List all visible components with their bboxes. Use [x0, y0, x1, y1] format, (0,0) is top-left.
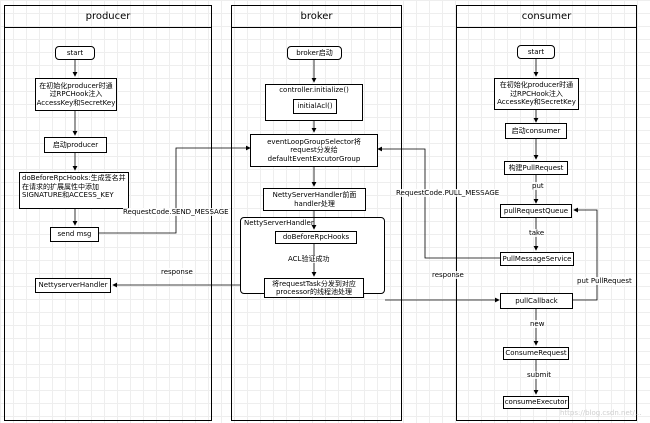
response-left-label: response: [161, 268, 193, 276]
producer-launch-node: 启动producer: [44, 137, 107, 153]
consumer-lane-title: consumer: [457, 6, 636, 28]
response-right-label: response: [432, 271, 464, 279]
producer-start-node: start: [55, 46, 95, 60]
consumer-consume-executor-node: consumeExecutor: [503, 396, 569, 409]
broker-dispatch-processor-node: 将requestTask分发到对应 processor的线程池处理: [264, 278, 364, 298]
producer-init-rpchook-node: 在初始化producer时通 过RPCHook注入 AccessKey和Secr…: [35, 78, 117, 111]
producer-netty-handler-node: NettyserverHandler: [35, 278, 111, 293]
consumer-launch-node: 启动consumer: [505, 123, 567, 139]
broker-lane: broker: [231, 5, 402, 421]
watermark-text: https://blog.csdn.net/...: [560, 409, 642, 417]
consumer-pull-message-service-node: PullMessageService: [500, 252, 574, 266]
consumer-pull-request-queue-node: pullRequestQueue: [500, 204, 572, 218]
broker-controller-initialize-node: controller.initialize() initialAcl(): [265, 84, 363, 121]
broker-event-loop-selector-node: eventLoopGroupSelector将 request分发给 defau…: [250, 134, 378, 167]
submit-label: submit: [527, 371, 552, 379]
send-message-label: RequestCode.SEND_MESSAGE: [123, 208, 229, 216]
consumer-build-pull-request-node: 构建PullRequest: [504, 161, 568, 175]
put-label: put: [532, 182, 544, 190]
take-label: take: [529, 229, 545, 237]
broker-lane-title: broker: [232, 6, 401, 28]
broker-initial-acl-node: initialAcl(): [293, 99, 337, 114]
consumer-lane: consumer: [456, 5, 637, 421]
new-label: new: [530, 320, 545, 328]
consumer-pull-callback-node: pullCallback: [500, 293, 573, 309]
producer-lane-title: producer: [5, 6, 211, 28]
producer-before-rpc-hooks-node: doBeforeRpcHooks:生成签名并 在请求的扩展属性中添加 SIGNA…: [19, 172, 129, 209]
broker-controller-initialize-label: controller.initialize(): [279, 86, 349, 94]
consumer-init-rpchook-node: 在初始化producer时通 过RPCHook注入 AccessKey和Secr…: [494, 78, 579, 110]
broker-netty-handler-group-label: NettyServerHandler: [244, 219, 314, 227]
broker-acl-ok-label: ACL验证成功: [288, 255, 330, 263]
broker-before-rpc-hooks-node: doBeforeRpcHooks: [275, 231, 357, 244]
put-pull-request-label: put PullRequest: [577, 277, 632, 285]
producer-send-msg-node: send msg: [50, 227, 99, 242]
consumer-consume-request-node: ConsumeRequest: [503, 347, 569, 360]
consumer-start-node: start: [517, 45, 555, 59]
pull-message-label: RequestCode.PULL_MESSAGE: [396, 189, 500, 197]
broker-netty-front-handler-node: NettyServerHandler前面 handler处理: [263, 188, 366, 211]
broker-start-node: broker启动: [287, 46, 342, 60]
